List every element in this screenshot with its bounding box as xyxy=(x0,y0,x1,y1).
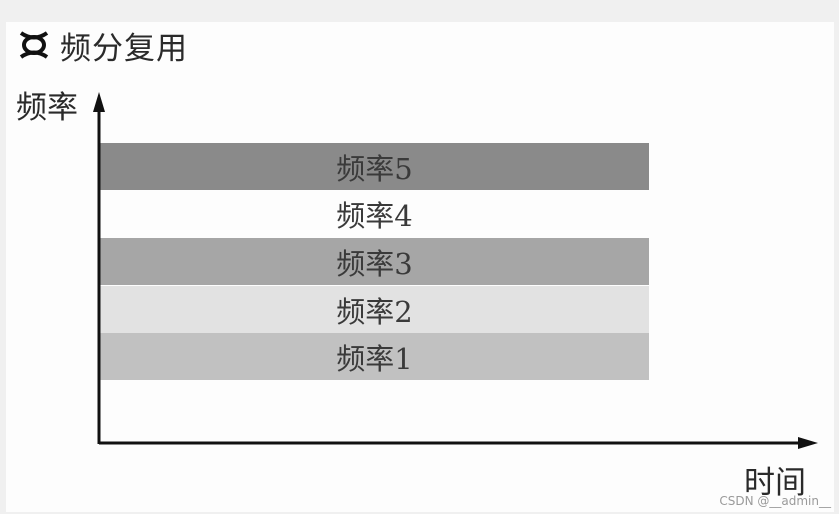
x-axis-arrow xyxy=(798,437,818,449)
frequency-band-2: 频率2 xyxy=(100,286,649,333)
y-axis-label: 频率 xyxy=(16,90,78,126)
x-axis-label: 时间 xyxy=(744,465,806,501)
y-axis-arrow xyxy=(93,92,105,112)
frequency-band-5: 频率5 xyxy=(100,143,649,190)
frequency-band-4: 频率4 xyxy=(100,190,649,237)
diagram-title: 频分复用 xyxy=(60,30,188,67)
diagram-title-row: 频分复用 xyxy=(16,25,188,67)
frequency-division-icon xyxy=(16,27,52,63)
watermark: CSDN @__admin__ xyxy=(719,494,831,508)
frequency-band-1: 频率1 xyxy=(100,333,649,380)
frequency-band-3: 频率3 xyxy=(100,238,649,285)
